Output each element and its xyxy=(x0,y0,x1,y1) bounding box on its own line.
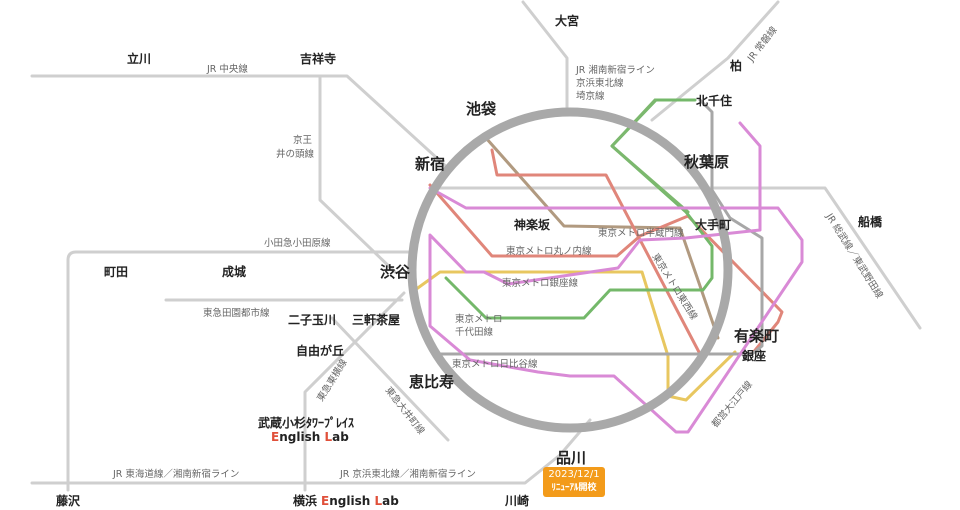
station-machida: 町田 xyxy=(104,265,128,279)
oimachi-line xyxy=(330,316,450,442)
badge-date: 2023/12/1 xyxy=(548,469,600,480)
keio-inokashira-line xyxy=(318,74,397,274)
station-kashiwa: 柏 xyxy=(730,58,742,73)
station-shinjuku: 新宿 xyxy=(415,155,445,173)
label-marunouchi: 東京メトロ丸ノ内線 xyxy=(506,245,592,257)
station-jiyugaoka: 自由が丘 xyxy=(296,343,344,358)
station-funabashi: 船橋 xyxy=(858,214,883,229)
station-kichijoji: 吉祥寺 xyxy=(300,51,336,66)
lab-yokohama: English Lab xyxy=(321,494,399,508)
odakyu-line xyxy=(66,250,414,492)
label-jr-joban: JR 常磐線 xyxy=(744,24,780,65)
station-ginza: 銀座 xyxy=(741,348,766,363)
station-musashikosugi: 武蔵小杉ﾀﾜｰﾌﾟﾚｲｽ xyxy=(258,415,354,430)
yamanote-line-ring xyxy=(407,107,733,433)
label-keihin: JR 京浜東北線／湘南新宿ライン xyxy=(339,468,476,480)
station-kawasaki: 川崎 xyxy=(504,493,529,508)
label-chiyoda-1: 東京メトロ xyxy=(455,313,503,325)
label-ginza-line: 東京メトロ銀座線 xyxy=(502,277,579,289)
label-odakyu: 小田急小田原線 xyxy=(264,237,331,249)
station-shibuya: 渋谷 xyxy=(380,263,411,281)
renewal-badge[interactable]: 2023/12/1 ﾘﾆｭｰｱﾙ開校 xyxy=(543,467,605,497)
saikyo-line xyxy=(521,0,569,110)
station-otemachi: 大手町 xyxy=(695,217,731,232)
jr-chuo-line xyxy=(30,74,452,172)
label-hibiya: 東京メトロ日比谷線 xyxy=(452,358,538,370)
station-sangenjaya: 三軒茶屋 xyxy=(352,312,400,327)
label-denentoshi: 東急田園都市線 xyxy=(203,307,270,319)
marunouchi-line xyxy=(428,148,784,356)
label-shonan-3: 埼京線 xyxy=(576,90,605,102)
badge-text: ﾘﾆｭｰｱﾙ開校 xyxy=(551,483,597,493)
station-kitasenju: 北千住 xyxy=(696,93,732,108)
label-hanzomon: 東京メトロ半蔵門線 xyxy=(598,227,684,239)
label-jr-chuo: JR 中央線 xyxy=(206,63,248,75)
ginza-line xyxy=(413,270,737,402)
station-ebisu: 恵比寿 xyxy=(409,373,454,391)
station-yokohama: 横浜 xyxy=(293,493,317,508)
station-tachikawa: 立川 xyxy=(127,51,151,66)
hanzomon-line xyxy=(484,136,720,340)
station-yurakucho: 有楽町 xyxy=(734,327,779,345)
label-tokaido: JR 東海道線／湘南新宿ライン xyxy=(112,468,239,480)
label-shonan-2: 京浜東北線 xyxy=(576,77,624,89)
station-kagurazaka: 神楽坂 xyxy=(514,217,551,232)
keihin-tohoku-line xyxy=(308,418,592,485)
label-shonan-1: JR 湘南新宿ライン xyxy=(575,64,655,76)
oedo-line xyxy=(428,121,804,434)
label-keio-2: 井の頭線 xyxy=(276,148,315,160)
sobu-line xyxy=(438,186,922,330)
toyoko-line xyxy=(303,291,406,492)
station-omiya: 大宮 xyxy=(555,13,579,28)
station-futakotamagawa: 二子玉川 xyxy=(288,313,336,327)
station-fujisawa: 藤沢 xyxy=(55,493,81,508)
lab-musashikosugi: English Lab xyxy=(271,430,349,444)
station-shinagawa: 品川 xyxy=(556,449,586,467)
station-seijo: 成城 xyxy=(222,264,246,279)
chiyoda-line xyxy=(610,98,690,214)
label-oedo: 都営大江戸線 xyxy=(709,378,755,430)
station-ikebukuro: 池袋 xyxy=(466,100,497,118)
label-keio-1: 京王 xyxy=(293,134,313,146)
station-akihabara: 秋葉原 xyxy=(684,153,729,171)
label-chiyoda-2: 千代田線 xyxy=(455,326,494,338)
